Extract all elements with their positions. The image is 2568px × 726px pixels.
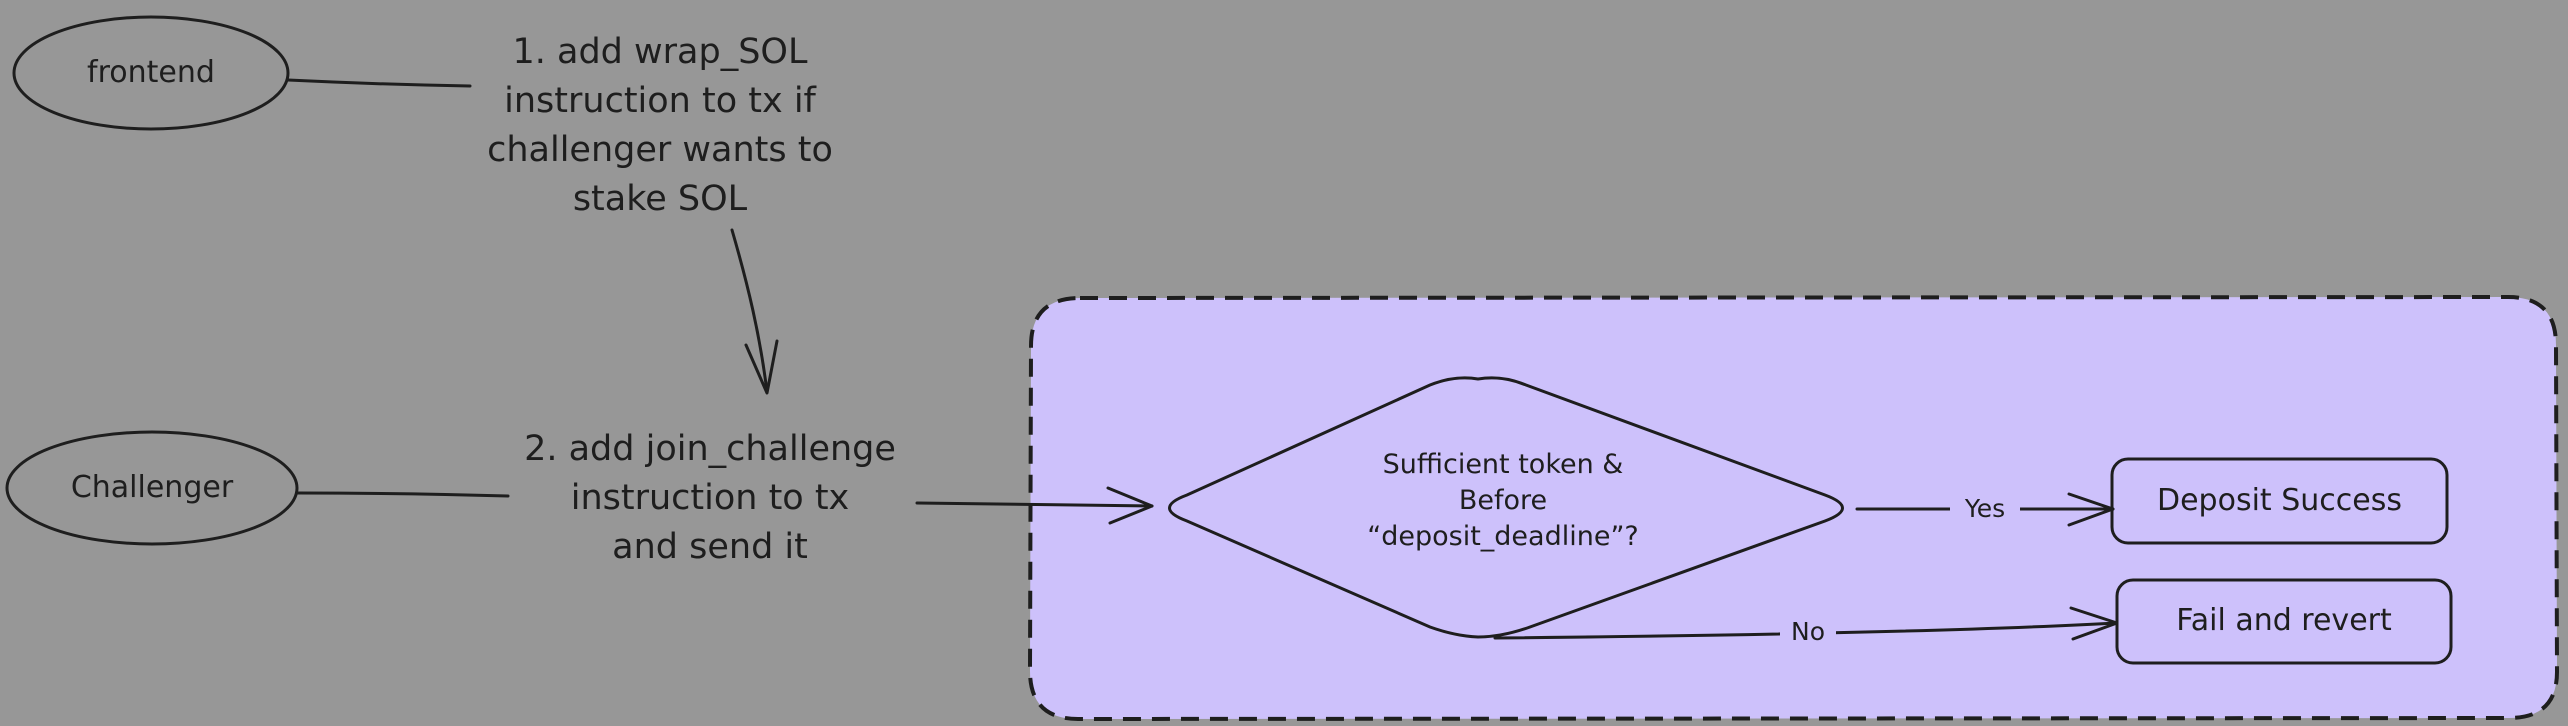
arrow-step1-to-step2	[730, 228, 769, 394]
challenger-ellipse	[5, 430, 299, 546]
decision-text: Sufficient token & Before “deposit_deadl…	[1318, 447, 1688, 555]
step2-line: 2. add join_challenge	[524, 429, 896, 469]
success-label: Deposit Success	[2157, 483, 2402, 518]
decision-diamond	[1168, 376, 1844, 639]
decision-line: Before	[1458, 485, 1548, 516]
step1-line: instruction to tx if	[504, 81, 816, 121]
step1-line: challenger wants to	[487, 130, 833, 170]
edge-label-yes: Yes	[1950, 494, 2020, 524]
arrowhead-step2-to-decision	[1106, 486, 1154, 525]
fail-label: Fail and revert	[2176, 603, 2392, 638]
arrowhead-step1-to-step2	[744, 339, 779, 395]
step2-line: and send it	[612, 527, 808, 567]
step2-text: 2. add join_challenge instruction to tx …	[480, 425, 940, 572]
step1-line: stake SOL	[572, 179, 748, 219]
arrow-step2-to-decision	[915, 501, 1154, 508]
frontend-connector	[286, 78, 472, 88]
decision-line: “deposit_deadline”?	[1367, 521, 1639, 552]
frontend-ellipse	[12, 15, 290, 131]
frontend-label: frontend	[87, 55, 215, 90]
success-box	[2110, 457, 2449, 545]
challenger-connector	[295, 491, 510, 498]
step2-line: instruction to tx	[570, 478, 850, 518]
edge-label-no: No	[1780, 617, 1836, 647]
fail-box	[2115, 578, 2453, 665]
step1-line: 1. add wrap_SOL	[512, 32, 808, 72]
step1-text: 1. add wrap_SOL instruction to tx if cha…	[430, 28, 890, 224]
challenger-label: Challenger	[70, 470, 234, 505]
dashed-group-frame	[1027, 294, 2560, 722]
decision-line: Sufficient token &	[1382, 449, 1624, 480]
